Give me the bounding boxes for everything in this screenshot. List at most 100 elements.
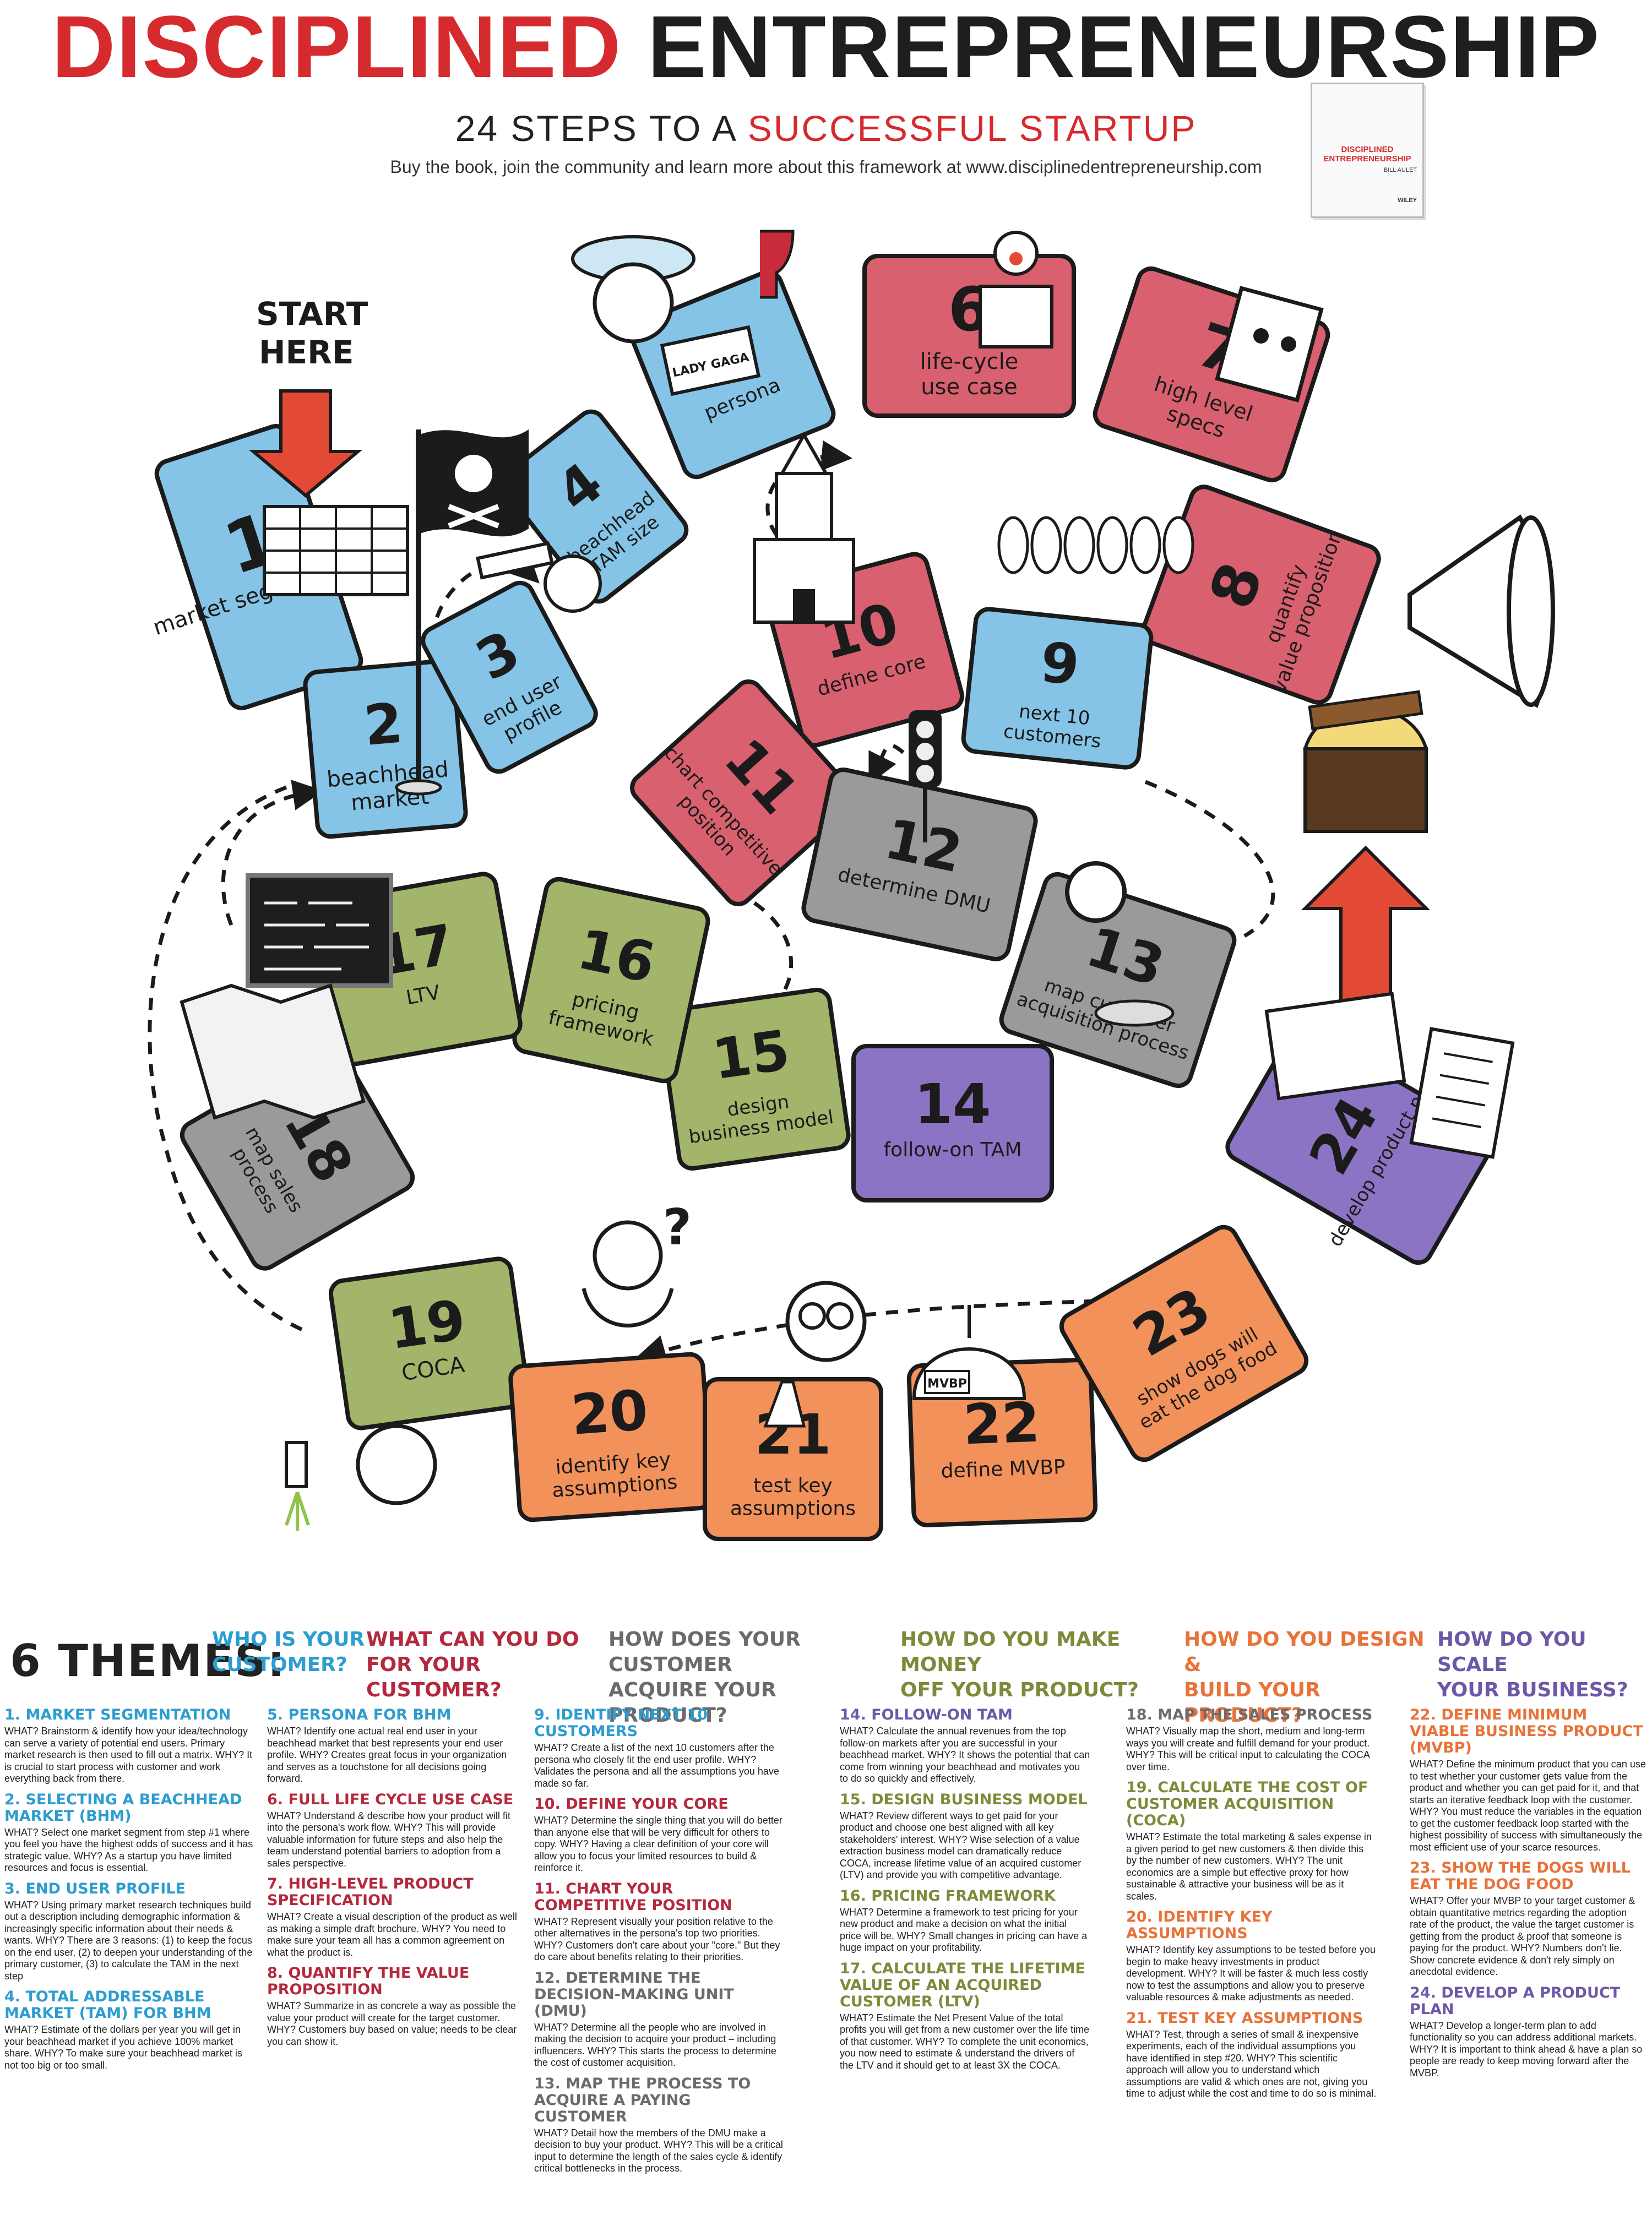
board-tile-number-16: 16: [572, 917, 660, 995]
board-tile-label-22: define MVBP: [941, 1456, 1066, 1483]
step-body: WHAT? Create a list of the next 10 custo…: [534, 1742, 779, 1789]
board-tile-16: [512, 877, 710, 1084]
board-tile-sublabel-6: use case: [921, 374, 1017, 400]
theme-line: WHO IS YOUR: [212, 1628, 365, 1651]
scientist-icon: [763, 1281, 867, 1428]
theme-who-is-your-customer: WHO IS YOUR CUSTOMER?: [212, 1627, 454, 1678]
step-title: 12. DETERMINE THE DECISION-MAKING UNIT (…: [534, 1969, 734, 2020]
step-title: 15. DESIGN BUSINESS MODEL: [840, 1791, 1088, 1808]
board-tile-14: [851, 1044, 1054, 1202]
board-tile-3: [421, 580, 598, 774]
board-tile-number-2: 2: [361, 690, 405, 758]
step-title: 14. FOLLOW-ON TAM: [840, 1706, 1013, 1723]
title-part-1: DISCIPLINED: [52, 0, 622, 96]
dashed-arrow-right-loop: [1144, 780, 1275, 938]
board-tile-number-14: 14: [914, 1072, 991, 1136]
theme-design-build: HOW DO YOU DESIGN & BUILD YOUR PRODUCT?: [1184, 1627, 1426, 1728]
step-body: WHAT? Detail how the members of the DMU …: [534, 2127, 783, 2174]
theme-line: OFF YOUR PRODUCT?: [900, 1679, 1139, 1701]
step-body: WHAT? Determine a framework to test pric…: [840, 1906, 1088, 1954]
theme-line: HOW DO YOU DESIGN &: [1184, 1628, 1425, 1676]
castle-icon: [753, 431, 855, 624]
step-item: 17. CALCULATE THE LIFETIME VALUE OF AN A…: [840, 1960, 1090, 2072]
title-part-2: ENTREPRENEURSHIP: [647, 0, 1600, 96]
board-tile-label-21: test key: [753, 1474, 833, 1497]
start-arrow: [248, 389, 363, 498]
step-body: WHAT? Test, through a series of small & …: [1126, 2028, 1377, 2099]
board-tile-label-6: life-cycle: [920, 349, 1019, 374]
board-tile-23: [1059, 1225, 1309, 1462]
step-body: WHAT? Define the minimum product that yo…: [1410, 1759, 1646, 1853]
step-item: 19. CALCULATE THE COST OF CUSTOMER ACQUI…: [1126, 1780, 1377, 1902]
theme-scale-business: HOW DO YOU SCALE YOUR BUSINESS?: [1437, 1627, 1641, 1703]
step-title: 7. HIGH-LEVEL PRODUCT SPECIFICATION: [267, 1875, 474, 1909]
step-item: 13. MAP THE PROCESS TO ACQUIRE A PAYING …: [534, 2075, 785, 2175]
step-item: 22. DEFINE MINIMUM VIABLE BUSINESS PRODU…: [1410, 1707, 1646, 1853]
start-here-line1: START: [256, 295, 368, 333]
igloo-icon: [912, 1305, 1026, 1400]
step-title: 20. IDENTIFY KEY ASSUMPTIONS: [1126, 1908, 1273, 1942]
chalkboard-icon: [246, 873, 393, 988]
theme-line: WHAT CAN YOU DO: [366, 1628, 579, 1651]
board-tile-9: [961, 607, 1154, 770]
step-body: WHAT? Brainstorm & identify how your ide…: [4, 1726, 253, 1784]
question-mark: ?: [663, 1199, 692, 1256]
step-title: 17. CALCULATE THE LIFETIME VALUE OF AN A…: [840, 1960, 1085, 2010]
step-body: WHAT? Create a visual description of the…: [267, 1911, 517, 1958]
dashed-arrow-17-to-2: [221, 780, 324, 926]
step-title: 16. PRICING FRAMEWORK: [840, 1887, 1056, 1905]
step-title: 18. MAP THE SALES PROCESS: [1126, 1706, 1373, 1723]
subtitle-part-1: 24 STEPS TO A: [455, 108, 736, 149]
step-body: WHAT? Estimate the Net Present Value of …: [840, 2012, 1090, 2071]
step-title: 21. TEST KEY ASSUMPTIONS: [1126, 2009, 1363, 2027]
step-body: WHAT? Summarize in as concrete a way as …: [267, 2000, 517, 2047]
magnifier-icon: [1065, 861, 1175, 1027]
board-tile-12: [801, 768, 1038, 961]
header: DISCIPLINED ENTREPRENEURSHIP 24 STEPS TO…: [0, 0, 1652, 182]
book-author: BILL AULET: [1383, 167, 1417, 173]
step-body: WHAT? Select one market segment from ste…: [4, 1826, 253, 1874]
persona-character-icon: [571, 235, 761, 396]
document-icon: [1409, 1027, 1515, 1159]
step-body: WHAT? Estimate the total marketing & sal…: [1126, 1831, 1372, 1902]
traffic-light-icon: [909, 710, 942, 842]
theme-line: FOR YOUR CUSTOMER?: [366, 1653, 502, 1701]
step-item: 2. SELECTING A BEACHHEAD MARKET (BHM)WHA…: [4, 1791, 255, 1874]
tagline[interactable]: Buy the book, join the community and lea…: [390, 157, 1262, 177]
jack-in-box-icon: [979, 231, 1053, 349]
board-tile-15: [658, 987, 851, 1171]
thinker-icon: [582, 1220, 674, 1327]
dashed-arrow-10-to-5: [765, 440, 852, 552]
step-title: 8. QUANTIFY THE VALUE PROPOSITION: [267, 1965, 470, 1998]
step-title: 2. SELECTING A BEACHHEAD MARKET (BHM): [4, 1791, 242, 1825]
board-tile-number-22: 22: [962, 1390, 1041, 1457]
start-here-line2: HERE: [259, 334, 354, 371]
step-title: 24. DEVELOP A PRODUCT PLAN: [1410, 1984, 1621, 2018]
step-body: WHAT? Review different ways to get paid …: [840, 1810, 1082, 1881]
step-item: 15. DESIGN BUSINESS MODEL WHAT? Review di…: [840, 1791, 1090, 1881]
themes-label: 6 THEMES:: [10, 1635, 286, 1686]
board-tile-13: [999, 872, 1237, 1089]
book-publisher: WILEY: [1398, 197, 1417, 204]
subtitle-part-2: SUCCESSFUL STARTUP: [747, 108, 1197, 149]
step-title: 1. MARKET SEGMENTATION: [4, 1706, 231, 1723]
board-tile-11: [630, 679, 857, 906]
wine-glass-icon: [760, 230, 795, 299]
step-item: 1. MARKET SEGMENTATION WHAT? Brainstorm &…: [4, 1707, 255, 1785]
step-title: 9. IDENTIFY NEXT 10 CUSTOMERS: [534, 1706, 708, 1740]
megaphone-icon: [1408, 514, 1555, 708]
